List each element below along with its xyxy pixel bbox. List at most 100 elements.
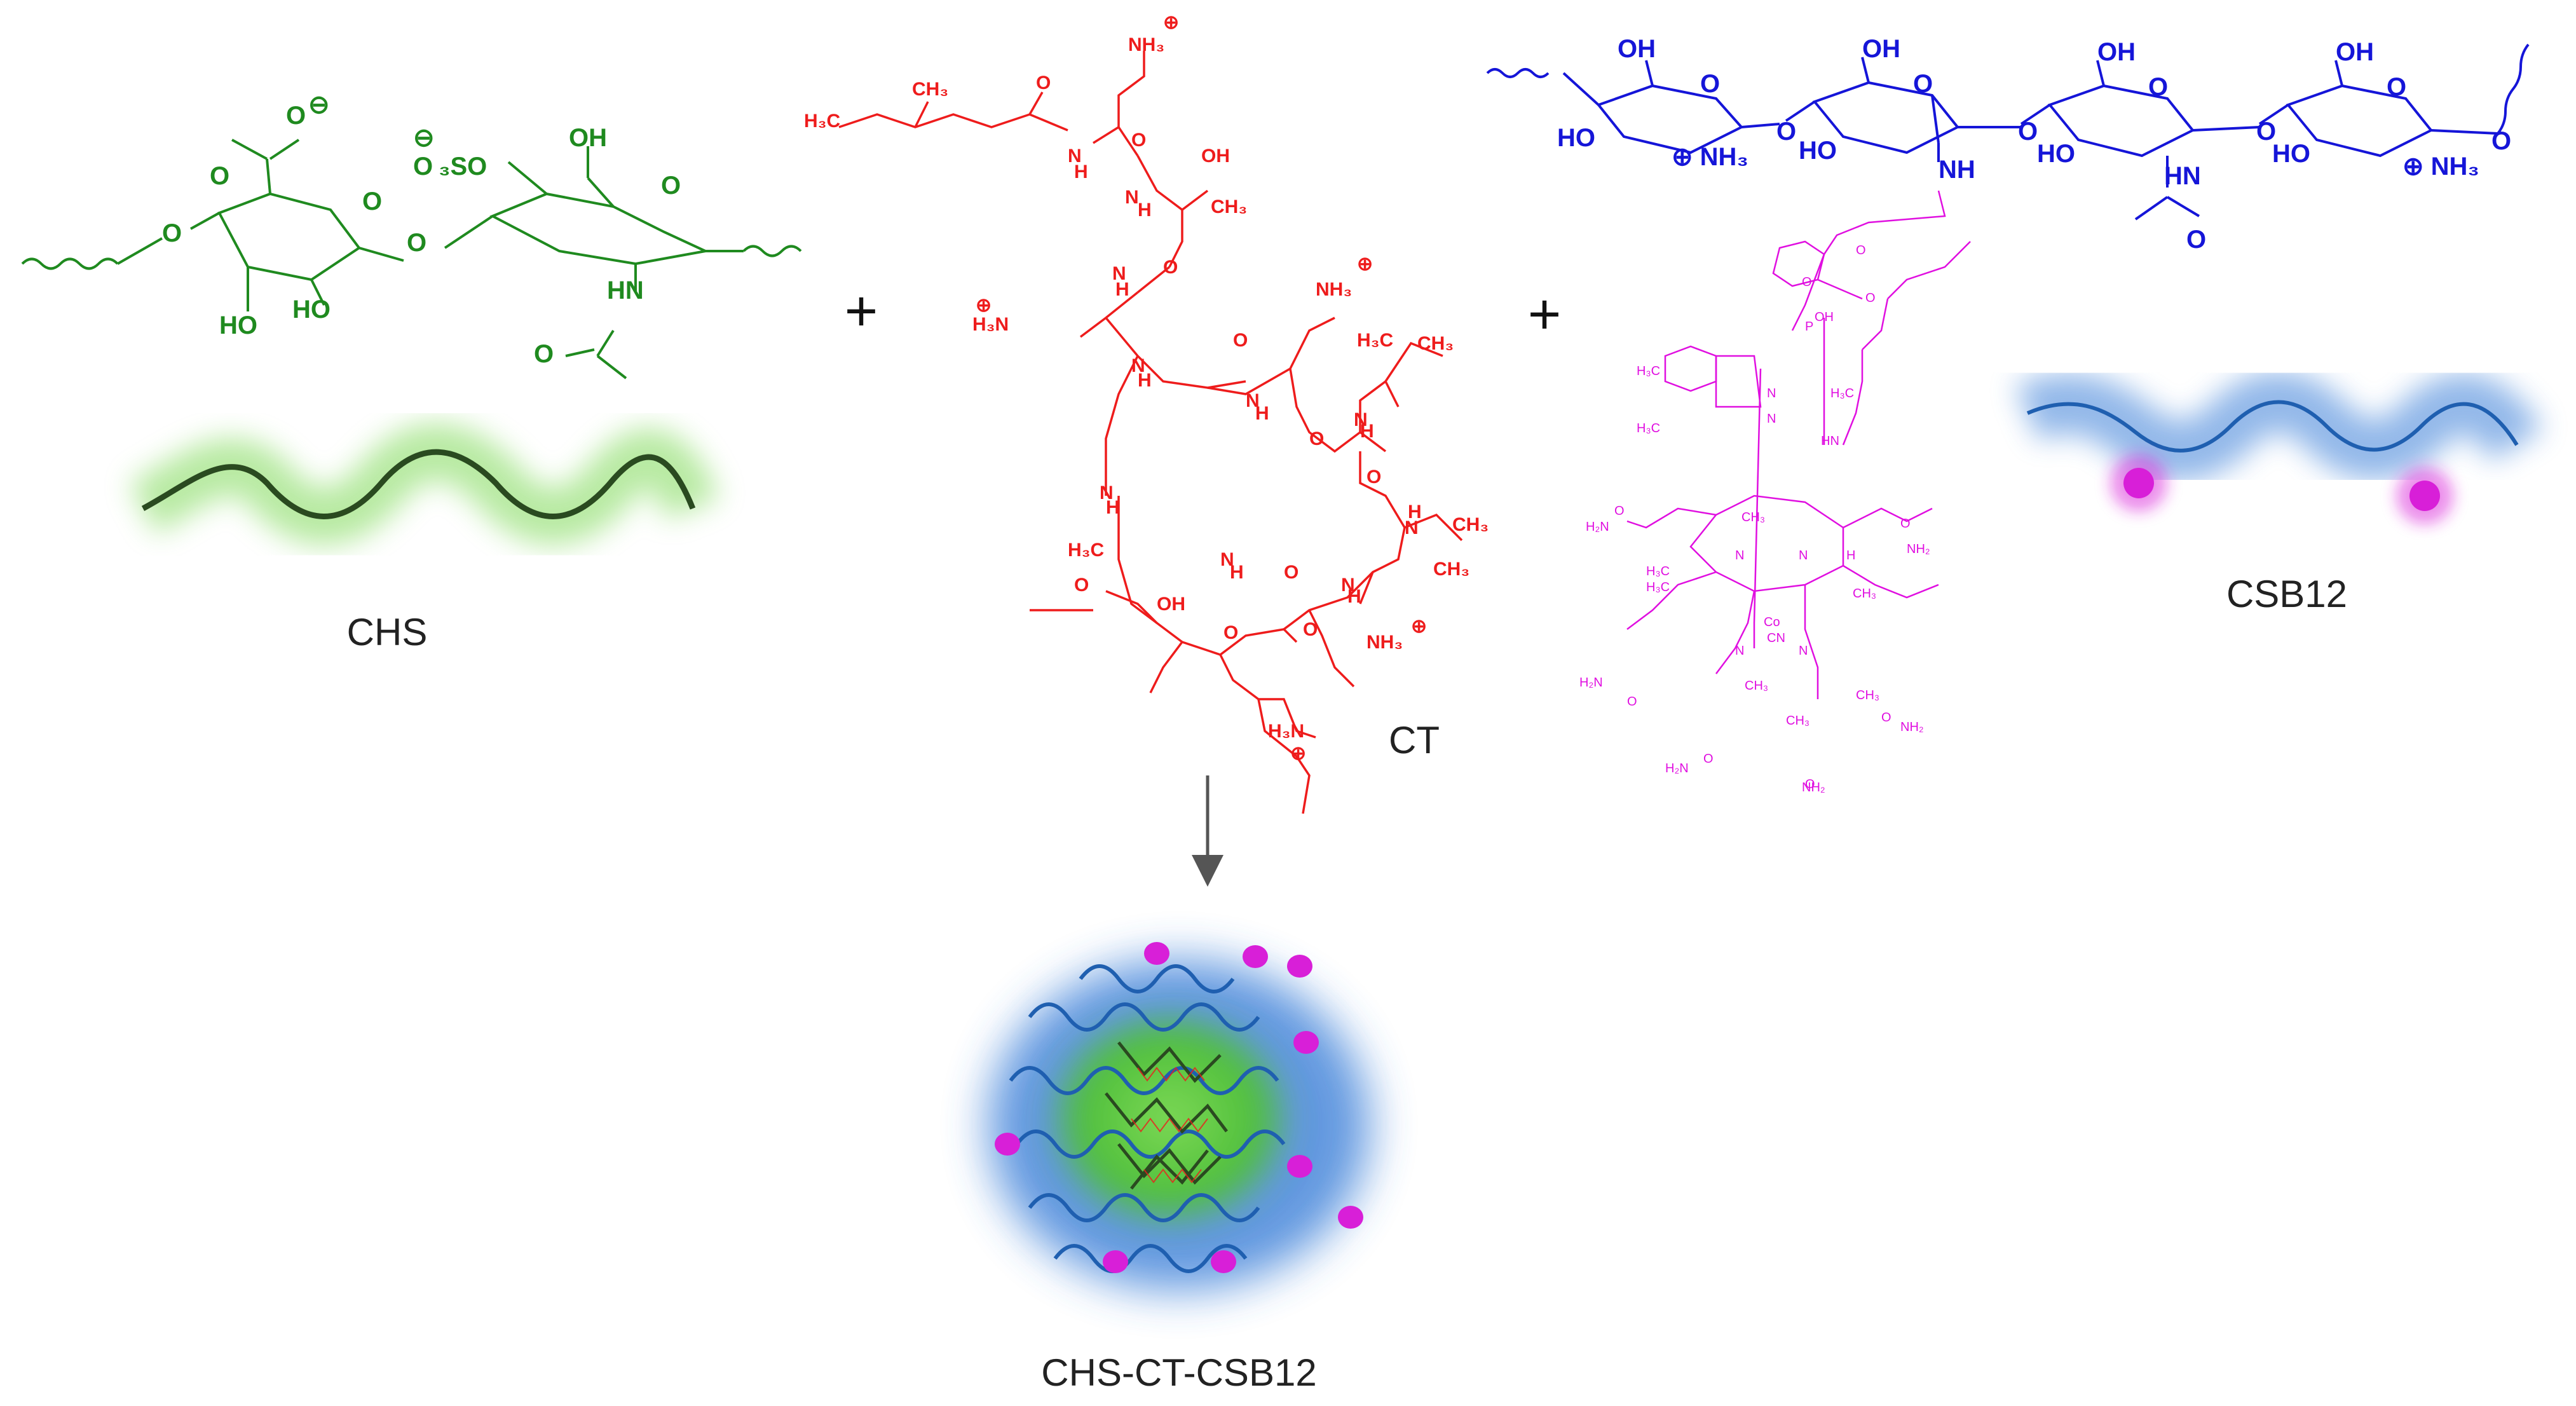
svg-text:⊕: ⊕ xyxy=(1290,743,1306,764)
svg-text:O: O xyxy=(162,219,182,247)
svg-text:OH: OH xyxy=(2097,38,2136,66)
svg-text:⊕: ⊕ xyxy=(1357,254,1373,275)
svg-text:O: O xyxy=(1614,504,1625,518)
svg-text:O: O xyxy=(286,102,306,130)
svg-text:N: N xyxy=(1100,482,1114,503)
svg-text:P: P xyxy=(1805,320,1813,334)
svg-text:O: O xyxy=(1900,517,1911,531)
svg-text:OH: OH xyxy=(1201,146,1230,167)
svg-text:H₃C: H₃C xyxy=(1646,564,1670,578)
svg-text:NH: NH xyxy=(1939,156,1975,184)
svg-text:CH₃: CH₃ xyxy=(1211,196,1247,217)
svg-text:O: O xyxy=(1284,562,1298,583)
svg-text:H₃N: H₃N xyxy=(972,314,1009,335)
plus-sign-1: + xyxy=(845,280,878,343)
svg-text:NH₃: NH₃ xyxy=(1316,279,1352,300)
svg-text:O: O xyxy=(1074,575,1089,596)
svg-text:HO: HO xyxy=(1799,137,1837,165)
svg-text:NH₃: NH₃ xyxy=(1128,34,1164,55)
svg-text:H: H xyxy=(1115,279,1129,300)
svg-text:N: N xyxy=(1767,412,1776,426)
svg-text:N: N xyxy=(1799,549,1808,563)
svg-text:N: N xyxy=(1354,409,1368,430)
svg-text:O: O xyxy=(362,188,382,215)
svg-text:CH₃: CH₃ xyxy=(1745,679,1768,693)
chs-structure: O O⊖ O O O O⊖ ₃SO OH O HO HO HN O xyxy=(21,91,802,379)
svg-text:N: N xyxy=(1735,549,1744,563)
svg-text:H₃N: H₃N xyxy=(1268,721,1304,742)
svg-text:O: O xyxy=(1163,257,1178,278)
svg-text:HN: HN xyxy=(1821,434,1839,448)
svg-text:H₃C: H₃C xyxy=(1646,580,1670,594)
svg-text:H₃C: H₃C xyxy=(1637,364,1660,378)
svg-text:O: O xyxy=(661,172,681,200)
svg-text:O: O xyxy=(1703,752,1714,766)
svg-text:O: O xyxy=(1223,622,1238,643)
svg-text:N: N xyxy=(1131,355,1145,376)
svg-text:O: O xyxy=(407,229,426,257)
chs-label: CHS xyxy=(347,611,428,653)
ct-structure: H₃C CH₃ O NH NH₃⊕ O OH CH₃ NH O NH H₃N⊕ … xyxy=(804,12,1489,814)
svg-text:N: N xyxy=(1112,263,1126,284)
svg-text:H: H xyxy=(1846,549,1855,563)
svg-text:CH₃: CH₃ xyxy=(1741,510,1765,524)
svg-text:O: O xyxy=(2256,118,2276,146)
chs-cartoon xyxy=(129,423,719,545)
csb12-chain-structure: OH O HO ⊕ NH₃ O OH O HO NH O OH O HO HN … xyxy=(1486,35,2530,254)
svg-text:OH: OH xyxy=(1157,594,1185,615)
svg-text:O: O xyxy=(210,162,229,190)
svg-text:OH: OH xyxy=(1862,35,1900,63)
svg-text:H: H xyxy=(1347,586,1361,607)
svg-text:O: O xyxy=(1627,695,1637,709)
svg-text:H₃C: H₃C xyxy=(1830,386,1854,400)
svg-text:O: O xyxy=(1865,291,1876,305)
svg-text:HO: HO xyxy=(2037,140,2075,168)
svg-text:H₃C: H₃C xyxy=(1068,540,1104,561)
product-nanoparticle xyxy=(988,942,1370,1290)
svg-text:O: O xyxy=(2148,73,2168,101)
svg-text:N: N xyxy=(1125,187,1139,208)
product-label: CHS-CT-CSB12 xyxy=(1041,1351,1316,1394)
svg-text:HO: HO xyxy=(2272,140,2310,168)
svg-text:⊕: ⊕ xyxy=(1163,12,1179,33)
svg-text:H: H xyxy=(1138,200,1152,221)
svg-text:O: O xyxy=(413,153,433,181)
svg-text:O: O xyxy=(1036,72,1051,93)
svg-text:N: N xyxy=(1405,517,1419,538)
svg-text:N: N xyxy=(1246,390,1260,411)
svg-text:⊕: ⊕ xyxy=(1411,616,1427,637)
svg-text:O: O xyxy=(1913,70,1933,98)
svg-text:H₂N: H₂N xyxy=(1665,761,1689,775)
csb12-cartoon xyxy=(2015,372,2543,524)
svg-text:N: N xyxy=(1799,644,1808,658)
svg-text:H: H xyxy=(1138,370,1152,391)
svg-text:⊖: ⊖ xyxy=(308,91,330,119)
svg-text:H: H xyxy=(1255,403,1269,424)
svg-text:O: O xyxy=(1233,330,1248,351)
plus-sign-2: + xyxy=(1528,283,1562,346)
svg-text:O: O xyxy=(1366,467,1381,488)
svg-text:CH₃: CH₃ xyxy=(1452,514,1489,535)
svg-text:HN: HN xyxy=(2164,162,2201,190)
svg-text:N: N xyxy=(1341,575,1355,596)
svg-text:N: N xyxy=(1767,386,1776,400)
svg-text:O: O xyxy=(1303,619,1318,640)
svg-text:NH₂: NH₂ xyxy=(1907,542,1930,556)
svg-text:CH₃: CH₃ xyxy=(1856,688,1879,702)
svg-text:H: H xyxy=(1360,421,1374,442)
svg-text:O: O xyxy=(1856,243,1866,257)
svg-text:CN: CN xyxy=(1767,631,1785,645)
svg-text:CH₃: CH₃ xyxy=(1417,333,1454,354)
svg-text:N: N xyxy=(1068,146,1082,167)
svg-text:H₂N: H₂N xyxy=(1586,520,1609,534)
svg-text:O: O xyxy=(1802,275,1812,289)
svg-text:OH: OH xyxy=(1618,35,1656,63)
svg-text:₃SO: ₃SO xyxy=(439,153,487,181)
svg-text:CH₃: CH₃ xyxy=(1786,714,1809,728)
csb12-label: CSB12 xyxy=(2226,573,2347,615)
svg-text:O: O xyxy=(2186,226,2206,254)
svg-text:O: O xyxy=(1131,130,1146,151)
svg-text:OH: OH xyxy=(569,124,607,152)
svg-text:O: O xyxy=(534,340,554,368)
